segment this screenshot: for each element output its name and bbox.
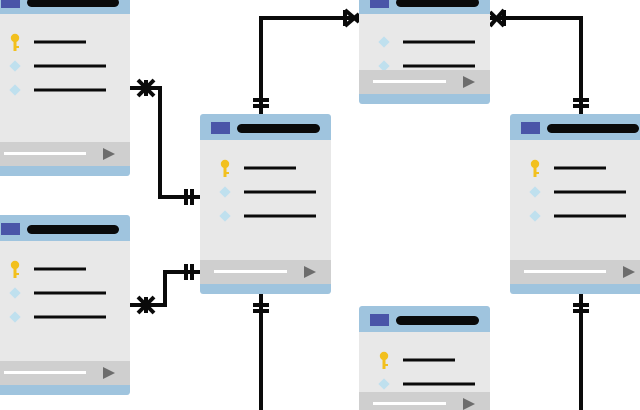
key-icon xyxy=(530,159,540,177)
relation-line xyxy=(259,16,361,116)
key-tooth xyxy=(385,364,388,366)
key-shaft xyxy=(382,359,386,369)
field-line xyxy=(554,190,626,194)
key-tooth xyxy=(16,273,19,275)
cardinality-tick xyxy=(343,8,361,24)
table-bottom-left xyxy=(0,215,130,395)
key-bow xyxy=(10,260,20,270)
field-line xyxy=(403,358,455,362)
key-shaft xyxy=(13,268,17,278)
table-center xyxy=(200,114,331,294)
table-title-bar xyxy=(396,316,479,325)
footer-line xyxy=(524,270,606,273)
cardinality-tick xyxy=(136,295,156,315)
play-icon xyxy=(304,266,316,278)
key-tooth xyxy=(226,172,229,174)
field-line xyxy=(403,382,475,386)
cardinality-tick xyxy=(343,12,361,28)
play-icon xyxy=(103,148,115,160)
header-square-icon xyxy=(1,0,20,8)
field-line xyxy=(34,267,86,271)
key-bow xyxy=(530,159,540,169)
card-body xyxy=(200,140,331,260)
footer-line xyxy=(373,402,446,405)
relation-line xyxy=(488,16,583,116)
field-line xyxy=(554,214,626,218)
play-icon xyxy=(103,367,115,379)
table-title-bar xyxy=(396,0,479,7)
card-body xyxy=(0,14,130,142)
key-shaft xyxy=(533,167,537,177)
table-title-bar xyxy=(547,124,639,133)
footer-line xyxy=(214,270,287,273)
field-line xyxy=(34,40,86,44)
card-body xyxy=(0,241,130,361)
field-line xyxy=(403,40,475,44)
footer-line xyxy=(4,152,86,155)
field-line xyxy=(34,291,106,295)
card-footer xyxy=(359,392,490,410)
header-square-icon xyxy=(521,122,540,134)
key-shaft xyxy=(13,41,17,51)
header-square-icon xyxy=(370,0,389,8)
table-right xyxy=(510,114,640,294)
relation-line xyxy=(128,86,202,199)
key-icon xyxy=(10,33,20,51)
cardinality-tick xyxy=(488,8,506,28)
table-bottom-middle xyxy=(359,306,490,410)
table-title-bar xyxy=(27,225,119,234)
relationship-connectors xyxy=(128,8,589,410)
table-title-bar xyxy=(237,124,320,133)
cardinality-tick xyxy=(136,78,156,98)
field-line xyxy=(244,166,296,170)
play-icon xyxy=(463,76,475,88)
key-icon xyxy=(379,351,389,369)
field-line xyxy=(554,166,606,170)
card-body xyxy=(510,140,640,260)
table-top-middle xyxy=(359,0,490,104)
field-line xyxy=(244,214,316,218)
key-tooth xyxy=(16,46,19,48)
footer-line xyxy=(4,371,86,374)
key-bow xyxy=(10,33,20,43)
key-icon xyxy=(10,260,20,278)
key-icon xyxy=(220,159,230,177)
header-square-icon xyxy=(1,223,20,235)
field-line xyxy=(34,64,106,68)
field-line xyxy=(244,190,316,194)
header-square-icon xyxy=(370,314,389,326)
footer-line xyxy=(373,80,446,83)
header-square-icon xyxy=(211,122,230,134)
play-icon xyxy=(463,398,475,410)
play-icon xyxy=(623,266,635,278)
table-title-bar xyxy=(27,0,119,7)
key-shaft xyxy=(223,167,227,177)
field-line xyxy=(34,88,106,92)
key-bow xyxy=(220,159,230,169)
field-line xyxy=(403,64,475,68)
key-tooth xyxy=(536,172,539,174)
field-line xyxy=(34,315,106,319)
table-top-left xyxy=(0,0,130,176)
key-bow xyxy=(379,351,389,361)
